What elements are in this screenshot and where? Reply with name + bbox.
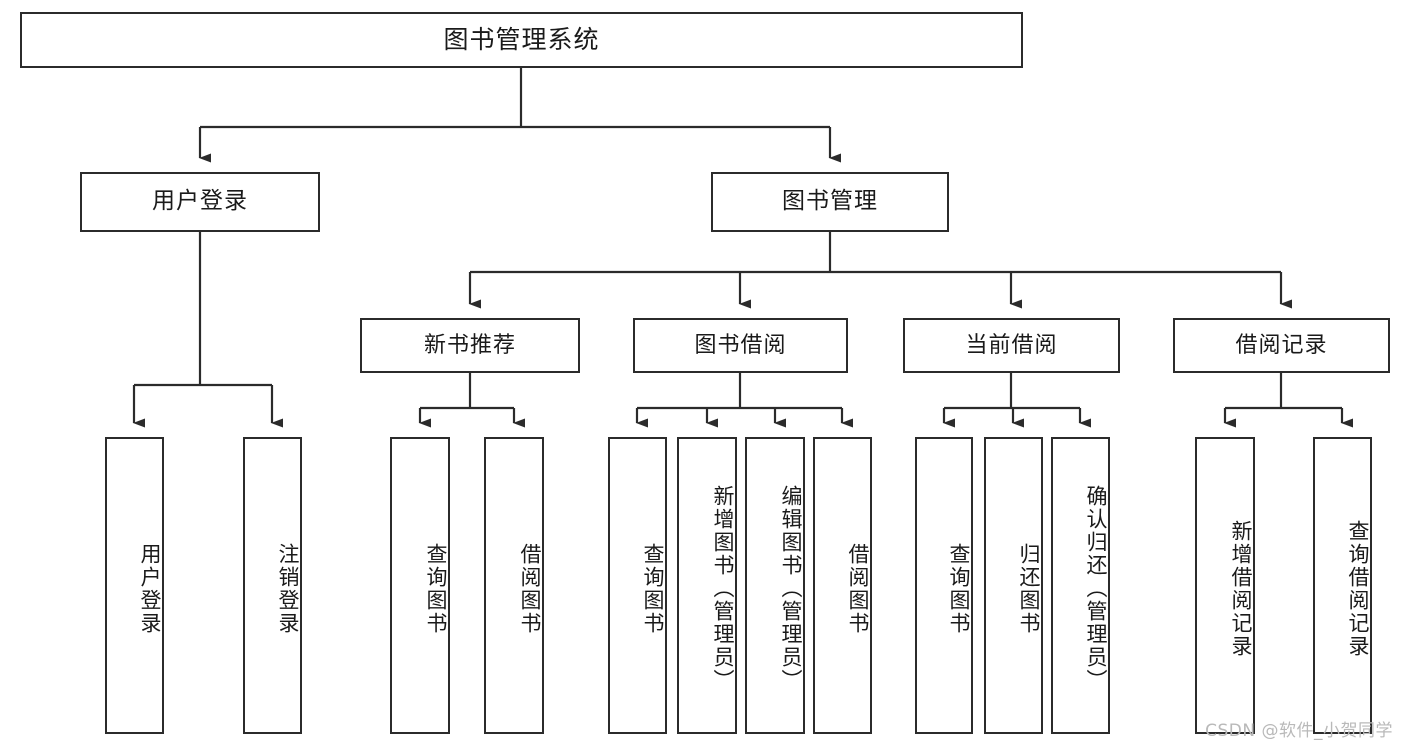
node-label: 新增借阅记录	[1229, 519, 1253, 658]
node-level2-当前借阅[interactable]: 当前借阅	[903, 318, 1120, 373]
node-label: 查询图书	[424, 542, 448, 635]
node-label: 归还图书	[1017, 542, 1041, 635]
node-label: 借阅图书	[518, 542, 542, 635]
node-label: 用户登录	[138, 542, 162, 635]
node-label: 图书管理系统	[443, 25, 600, 55]
node-label: 图书管理	[782, 188, 878, 215]
node-label: 借阅图书	[846, 542, 870, 635]
node-leaves-借阅图书[interactable]: 借阅图书	[813, 437, 872, 734]
node-leaves-新增图书管理员[interactable]: 新增图书（管理员）	[677, 437, 737, 734]
node-leaves-注销登录[interactable]: 注销登录	[243, 437, 302, 734]
node-leaves-归还图书[interactable]: 归还图书	[984, 437, 1043, 734]
node-leaves-确认归还管理员[interactable]: 确认归还（管理员）	[1051, 437, 1110, 734]
node-label: 当前借阅	[965, 332, 1058, 358]
node-level1-图书管理[interactable]: 图书管理	[711, 172, 949, 232]
watermark: CSDN @软件_小贺同学	[1205, 721, 1393, 741]
node-label: 查询图书	[641, 542, 665, 635]
node-leaves-借阅图书[interactable]: 借阅图书	[484, 437, 544, 734]
node-level1-用户登录[interactable]: 用户登录	[80, 172, 320, 232]
node-leaves-查询借阅记录[interactable]: 查询借阅记录	[1313, 437, 1372, 734]
node-leaves-编辑图书管理员[interactable]: 编辑图书（管理员）	[745, 437, 805, 734]
node-level2-图书借阅[interactable]: 图书借阅	[633, 318, 848, 373]
node-leaves-查询图书[interactable]: 查询图书	[608, 437, 667, 734]
node-label: 新书推荐	[423, 332, 516, 358]
node-level2-新书推荐[interactable]: 新书推荐	[360, 318, 580, 373]
node-label: 图书借阅	[694, 332, 787, 358]
node-label: 新增图书（管理员）	[711, 485, 735, 692]
node-leaves-用户登录[interactable]: 用户登录	[105, 437, 164, 734]
node-label: 用户登录	[152, 188, 248, 215]
node-leaves-查询图书[interactable]: 查询图书	[390, 437, 450, 734]
node-level2-借阅记录[interactable]: 借阅记录	[1173, 318, 1390, 373]
node-label: 注销登录	[276, 542, 300, 635]
node-root-图书管理系统[interactable]: 图书管理系统	[20, 12, 1023, 68]
node-label: 借阅记录	[1235, 332, 1328, 358]
node-label: 查询图书	[947, 542, 971, 635]
node-label: 确认归还（管理员）	[1084, 485, 1108, 692]
node-label: 编辑图书（管理员）	[779, 485, 803, 692]
node-leaves-新增借阅记录[interactable]: 新增借阅记录	[1195, 437, 1255, 734]
node-label: 查询借阅记录	[1346, 519, 1370, 658]
node-leaves-查询图书[interactable]: 查询图书	[915, 437, 973, 734]
